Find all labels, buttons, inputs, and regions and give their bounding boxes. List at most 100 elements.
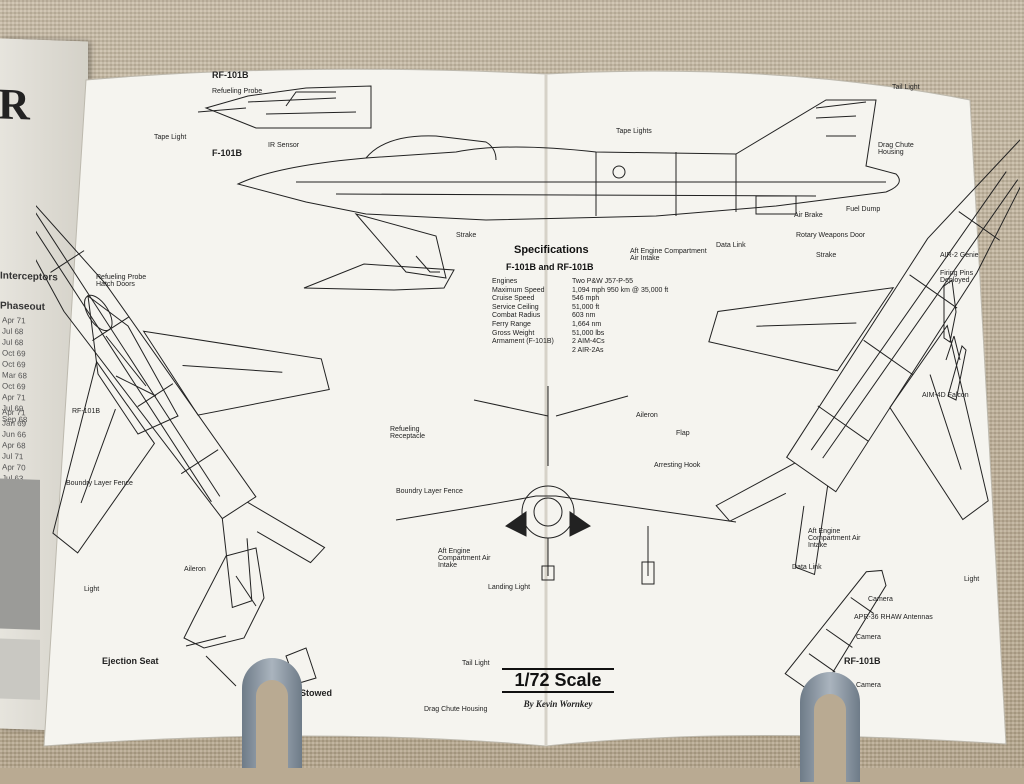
label-arresting-hook: Arresting Hook [654,462,701,469]
phaseout-date: Jan 69 [2,418,27,429]
label-aim4d-falcon: AIM-4D Falcon [922,392,969,399]
label-boundry-layer-fence-left: Boundry Layer Fence [66,480,133,487]
phaseout-date: Jul 68 [2,326,24,337]
ejection-seat-drawing [183,547,317,687]
label-camera-1: Camera [868,596,893,603]
label-tail-light-bottom: Tail Light [462,660,490,667]
scale-block: 1/72 Scale By Kevin Wornkey [502,668,614,709]
phaseout-date: Apr 71 [2,392,26,403]
spec-key [492,347,554,356]
label-rf101b-bottom: RF-101B [844,656,881,666]
phaseout-date: Oct 69 [2,348,26,359]
spec-value: 546 mph [572,295,600,303]
phaseout-date: Jun 66 [2,429,27,440]
label-aileron-left: Aileron [184,566,206,573]
specifications-subtitle: F-101B and RF-101B [506,262,594,272]
label-landing-light: Landing Light [488,584,531,591]
label-light-right: Light [964,576,980,583]
scale-title: 1/72 Scale [502,668,614,693]
f101b-bottom-view-right [708,134,1020,576]
label-ir-sensor: IR Sensor [268,142,300,149]
phaseout-date: Mar 68 [2,370,27,381]
spec-key: Ferry Range [492,320,531,328]
label-rf101b-left: RF-101B [72,408,101,415]
spec-value: 51,000 lbs [572,329,605,337]
label-aileron-right: Aileron [636,412,658,419]
phaseout-date: Jul 71 [2,451,24,462]
phaseout-date: Apr 71 [2,407,26,418]
left-page-large-letter: R [0,79,30,130]
phaseout-date: Apr 71 [2,315,26,326]
label-data-link-right: Data Link [792,564,822,571]
line-drawing [36,68,1020,747]
f101b-top-view-left [36,185,330,609]
spec-key: Armament (F-101B) [492,338,554,346]
label-tape-light: Tape Light [154,134,187,141]
label-rf101b-top: RF-101B [212,70,249,80]
label-refueling-receptacle: Refueling Receptacle [390,426,426,440]
label-stowed: Stowed [300,688,333,698]
rf101b-nose-left [87,294,179,435]
paper-page [43,68,1007,747]
canopy-open-detail [303,213,455,291]
label-aft-engine-intake-top: Aft Engine Compartment Air Intake [630,248,707,262]
spec-value: 603 nm [572,312,596,320]
label-aft-engine-intake-right: Aft Engine Compartment Air Intake [808,528,861,549]
rf101b-nose-profile [197,85,372,129]
label-drag-chute-housing-bottom: Drag Chute Housing [424,706,488,713]
label-boundry-layer-fence-center: Boundry Layer Fence [396,488,463,495]
rf101b-nose-bottom [784,569,887,698]
left-page-light-photo [0,638,40,700]
spec-value: 1,664 nm [572,320,602,328]
left-page-gray-photo [0,478,40,630]
f101b-side-profile [236,99,900,221]
label-camera-2: Camera [856,634,881,641]
label-air-brake: Air Brake [794,212,823,219]
book-stand-right [800,672,860,784]
phaseout-date: Jul 68 [2,337,24,348]
spec-key: Engines [492,278,518,285]
spec-key: Maximum Speed [492,286,545,294]
label-air2-genie: AIR-2 Genie [940,252,979,259]
label-tape-lights: Tape Lights [616,128,652,135]
phaseout-date: Apr 70 [2,462,26,473]
book-spread-drawing: RF-101B Refueling Probe F-101B IR Sensor… [36,56,1020,756]
spec-value: 2 AIM-4Cs [572,338,605,346]
phaseout-date: Oct 69 [2,359,26,370]
label-tail-light-top: Tail Light [892,84,920,91]
label-light-left: Light [84,586,100,593]
label-camera-3: Camera [856,682,881,689]
label-refueling-probe: Refueling Probe [212,88,263,95]
f101b-front-view [395,386,737,585]
label-flap: Flap [676,430,690,437]
spec-key: Combat Radius [492,312,541,320]
label-strake-left: Strake [456,232,477,239]
label-firing-pins-deployed: Firing Pins Deployed [940,270,974,284]
spec-value: 2 AIR-2As [572,346,604,354]
spec-key: Cruise Speed [492,295,535,303]
label-refueling-probe-hatch-doors: Refueling Probe Hatch Doors [96,274,147,288]
spec-value: 51,000 ft [572,303,600,311]
aim-missiles [943,279,967,401]
spec-value: Two P&W J57-P-55 [572,278,634,285]
spec-key: Service Ceiling [492,303,539,311]
label-f101b-side: F-101B [212,148,243,158]
spec-value: 1,094 mph 950 km @ 35,000 ft [572,286,669,294]
label-ejection-seat: Ejection Seat [102,656,159,666]
book-stand-left [242,658,302,770]
label-data-link-top: Data Link [716,242,746,249]
label-strake-right: Strake [816,252,837,259]
label-fuel-dump: Fuel Dump [846,206,881,213]
phaseout-date: Apr 68 [2,440,26,451]
label-apr36-rhaw: APR-36 RHAW Antennas [854,614,933,621]
label-rotary-weapons-door: Rotary Weapons Door [796,232,866,239]
phaseout-date: Oct 69 [2,381,26,392]
specifications-title: Specifications [514,244,589,256]
label-aft-engine-intake-center: Aft Engine Compartment Air Intake [438,548,491,569]
spec-key: Gross Weight [492,329,535,337]
label-drag-chute-housing-top: Drag Chute Housing [878,142,914,156]
scale-author: By Kevin Wornkey [523,699,593,709]
